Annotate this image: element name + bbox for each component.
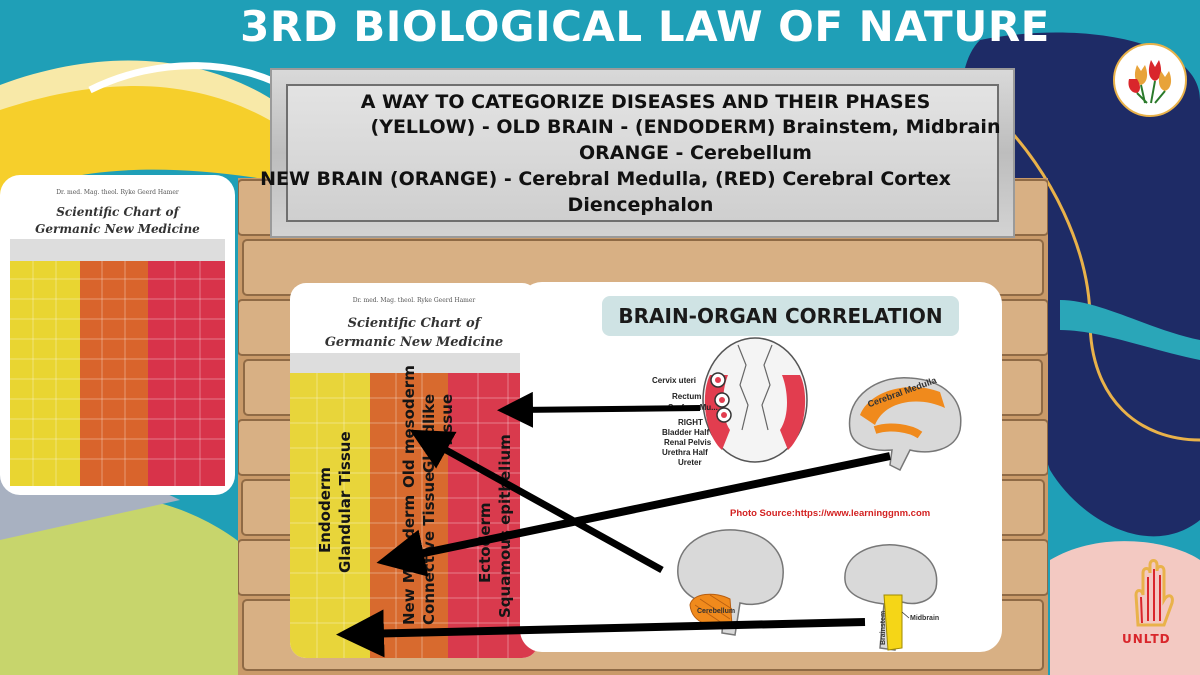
brain-cross-section [702,337,808,463]
plaque-inner: A WAY TO CATEGORIZE DISEASES AND THEIR P… [260,84,1000,222]
tulip-icon [1128,60,1172,104]
endoderm-label-2: Glandular Tissue [336,431,354,573]
chart-author: Dr. med. Mag. theol. Ryke Geerd Hamer [56,189,179,196]
old-mesoderm-label-3: Tissue [438,393,456,448]
label-urethra: Urethra Half [662,448,708,457]
page-title: 3RD BIOLOGICAL LAW OF NATURE [240,2,1050,51]
new-mesoderm-label-2: Connective Tissue [420,471,438,625]
chart-thumbnail: Dr. med. Mag. theol. Ryke Geerd Hamer Sc… [0,175,235,495]
photo-source: Photo Source:https://www.learninggnm.com [730,508,931,519]
flower-logo [1113,43,1187,117]
brain-brainstem-diagram: Brainstem Midbrain [844,544,939,651]
brand-wordmark: UNLTD [1122,632,1171,646]
chart2-title-line1: Scientific Chart of [347,316,481,331]
chart-zoomed: Dr. med. Mag. theol. Ryke Geerd Hamer Sc… [290,283,538,658]
label-ureter: Ureter [678,458,702,467]
label-cervix: Cervix uteri [652,376,697,385]
chart-thumbnail-grid [10,239,225,486]
plaque-line-4: NEW BRAIN (ORANGE) - Cerebral Medulla, (… [260,168,951,190]
chart2-author: Dr. med. Mag. theol. Ryke Geerd Hamer [352,297,476,304]
old-mesoderm-label-1: Old mesoderm [400,365,418,488]
plaque-line-2: (YELLOW) - OLD BRAIN - (ENDODERM) Brains… [370,116,1001,138]
brain-organ-heading: BRAIN-ORGAN CORRELATION [602,296,959,336]
label-right: RIGHT [678,418,703,427]
brain-medulla-diagram: Cerebral Medulla [848,375,962,472]
chart-title-line1: Scientific Chart of [56,205,179,219]
brain-cerebellum-diagram: Cerebellum [677,529,784,636]
title-plaque: A WAY TO CATEGORIZE DISEASES AND THEIR P… [260,68,1015,238]
midbrain-label: Midbrain [910,615,939,622]
chart2-title-line2: Germanic New Medicine [324,335,504,350]
cerebellum-label: Cerebellum [697,608,735,615]
label-renal: Renal Pelvis [664,438,712,447]
hand-logo-icon [1134,559,1174,627]
ectoderm-label-2: Squamous epithelium [496,434,514,618]
ectoderm-label-1: Ectoderm [476,502,494,583]
label-bladder: Bladder Half [662,428,710,437]
plaque-line-3: ORANGE - Cerebellum [578,142,812,164]
label-surface: Surface Mu... [668,403,718,412]
label-rectum: Rectum [672,392,702,401]
brainstem-label: Brainstem [880,611,887,645]
new-mesoderm-label-1: New Mesoderm [400,494,418,625]
endoderm-label-1: Endoderm [316,467,334,553]
old-mesoderm-label-2: Glandlike [420,393,438,473]
plaque-line-5: Diencephalon [567,194,714,216]
plaque-line-1: A WAY TO CATEGORIZE DISEASES AND THEIR P… [360,91,931,113]
chart-title-line2: Germanic New Medicine [35,222,200,236]
